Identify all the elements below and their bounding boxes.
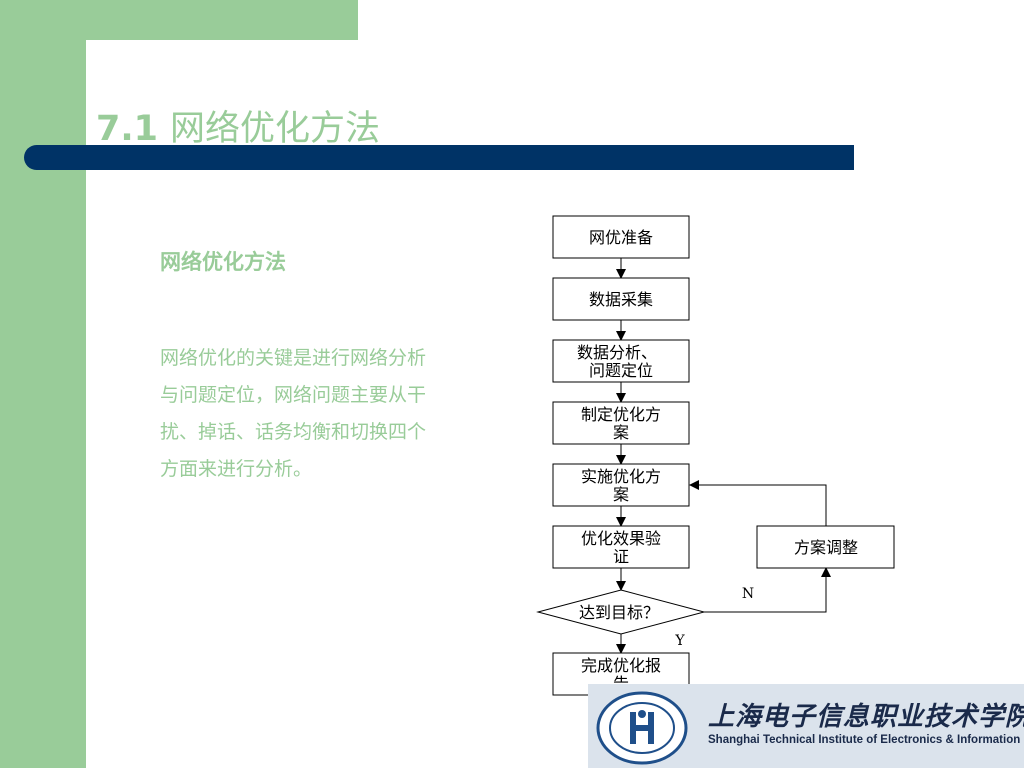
node-n8-line-1: 完成优化报 — [581, 656, 661, 675]
institute-name-en: Shanghai Technical Institute of Electron… — [708, 734, 1021, 746]
node-n2-line-1: 数据采集 — [589, 290, 653, 309]
flow-connectors — [616, 258, 831, 654]
title-text: 网络优化方法 — [170, 109, 381, 149]
flow-node-n3: 数据分析、 问题定位 — [552, 339, 690, 383]
institute-logo-banner: 上海电子信息职业技术学院 Shanghai Technical Institut… — [588, 684, 1024, 768]
node-n7-line-1: 达到目标？ — [579, 603, 659, 622]
title-divider-bar — [24, 145, 854, 170]
slide-title: 7.1 网络优化方法 — [96, 100, 380, 151]
flow-node-n2: 数据采集 — [552, 277, 690, 321]
section-heading: 网络优化方法 — [160, 250, 286, 274]
flow-node-n1: 网优准备 — [552, 215, 690, 259]
top-green-band — [0, 0, 358, 40]
node-n4-line-2: 案 — [613, 423, 629, 442]
node-n4-line-1: 制定优化方 — [581, 405, 661, 424]
node-n5-line-2: 案 — [613, 485, 629, 504]
node-n3-line-2: 问题定位 — [589, 361, 653, 380]
label-yes: Y — [674, 633, 685, 649]
node-n6-line-2: 证 — [613, 547, 629, 566]
flow-node-n4: 制定优化方 案 — [552, 401, 690, 445]
arrow-n7-n9 — [704, 567, 831, 613]
node-n1-line-1: 网优准备 — [589, 228, 653, 247]
flow-node-n6: 优化效果验 证 — [552, 525, 690, 569]
flow-node-n7: 达到目标？ — [536, 589, 706, 635]
left-green-band — [0, 0, 86, 768]
node-n5-line-1: 实施优化方 — [581, 467, 661, 486]
node-n6-line-1: 优化效果验 — [581, 529, 661, 548]
institute-name-cn: 上海电子信息职业技术学院 — [708, 702, 1024, 732]
node-n3-line-1: 数据分析、 — [577, 343, 657, 362]
flow-node-n9: 方案调整 — [756, 525, 895, 569]
institute-seal-icon — [596, 691, 688, 765]
arrow-n9-n5 — [689, 480, 827, 526]
node-n9-line-1: 方案调整 — [794, 538, 858, 557]
title-number: 7.1 — [96, 109, 159, 149]
flow-node-n5: 实施优化方 案 — [552, 463, 690, 507]
body-paragraph: 网络优化的关键是进行网络分析与问题定位，网络问题主要从干扰、掉话、话务均衡和切换… — [160, 347, 427, 480]
label-no: N — [742, 586, 754, 602]
